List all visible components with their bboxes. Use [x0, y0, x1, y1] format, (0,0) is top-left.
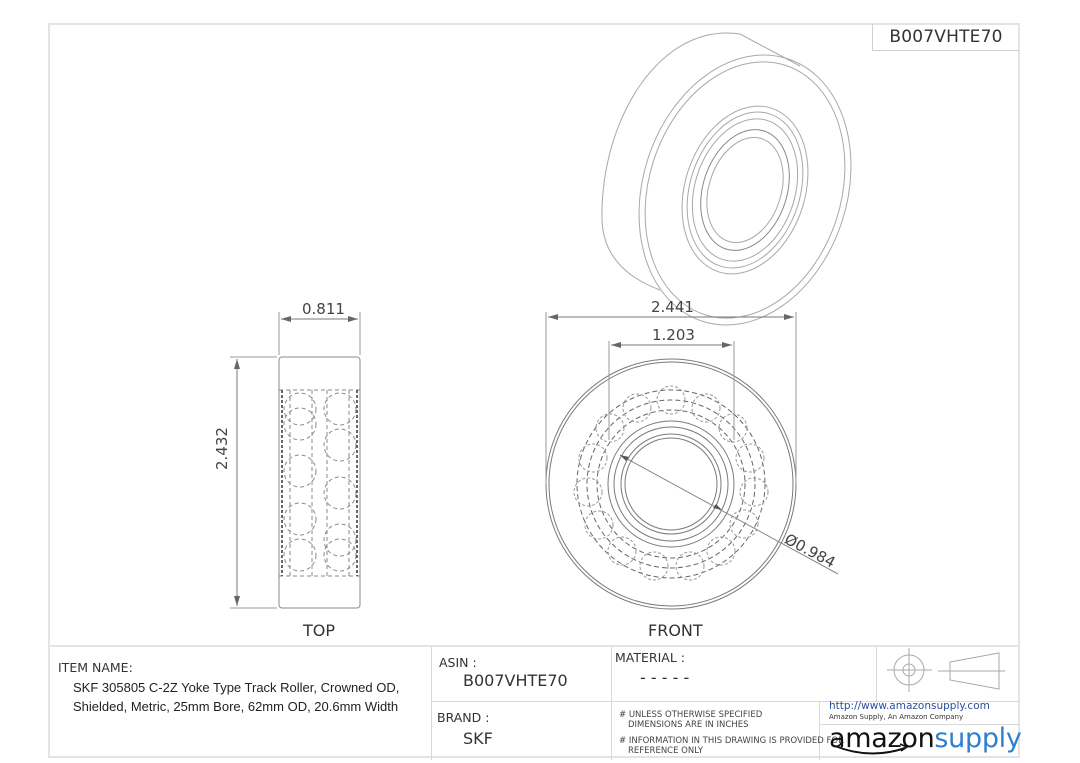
item-name-label: ITEM NAME:	[58, 660, 133, 675]
note-dimensions: # UNLESS OTHERWISE SPECIFIED DIMENSIONS …	[619, 710, 763, 730]
amazonsupply-url-link[interactable]: http://www.amazonsupply.com	[829, 700, 990, 712]
front-view	[545, 312, 839, 610]
drawing-sheet-frame	[48, 23, 1020, 758]
note-reference: # INFORMATION IN THIS DRAWING IS PROVIDE…	[619, 736, 845, 756]
third-angle-projection-symbol	[887, 648, 1005, 692]
brand-value: SKF	[463, 729, 493, 748]
front-view-outer-diameter-dimension: 2.441	[651, 298, 694, 316]
material-value: - - - - -	[640, 668, 690, 687]
top-view-width-dimension: 0.811	[302, 300, 345, 318]
top-view-height-dimension: 2.432	[213, 427, 231, 470]
asin-tag: B007VHTE70	[872, 24, 1019, 51]
material-label: MATERIAL :	[615, 650, 685, 665]
asin-value: B007VHTE70	[463, 671, 568, 690]
amazon-smile-icon	[834, 745, 906, 755]
isometric-view	[601, 32, 852, 326]
company-tagline: Amazon Supply, An Amazon Company	[829, 713, 964, 721]
front-view-inner-dimension: 1.203	[652, 326, 695, 344]
brand-label: BRAND :	[437, 710, 490, 725]
title-block: ITEM NAME: SKF 305805 C-2Z Yoke Type Tra…	[48, 645, 1020, 760]
top-view	[230, 312, 361, 609]
logo-supply-text: supply	[934, 723, 1022, 754]
top-view-label: TOP	[303, 621, 336, 640]
asin-label: ASIN :	[439, 655, 477, 670]
item-name-value: SKF 305805 C-2Z Yoke Type Track Roller, …	[73, 680, 400, 714]
logo-amazon-text: amazon	[829, 723, 935, 754]
amazonsupply-logo: amazonsupply	[829, 722, 1022, 756]
front-view-label: FRONT	[648, 621, 703, 640]
